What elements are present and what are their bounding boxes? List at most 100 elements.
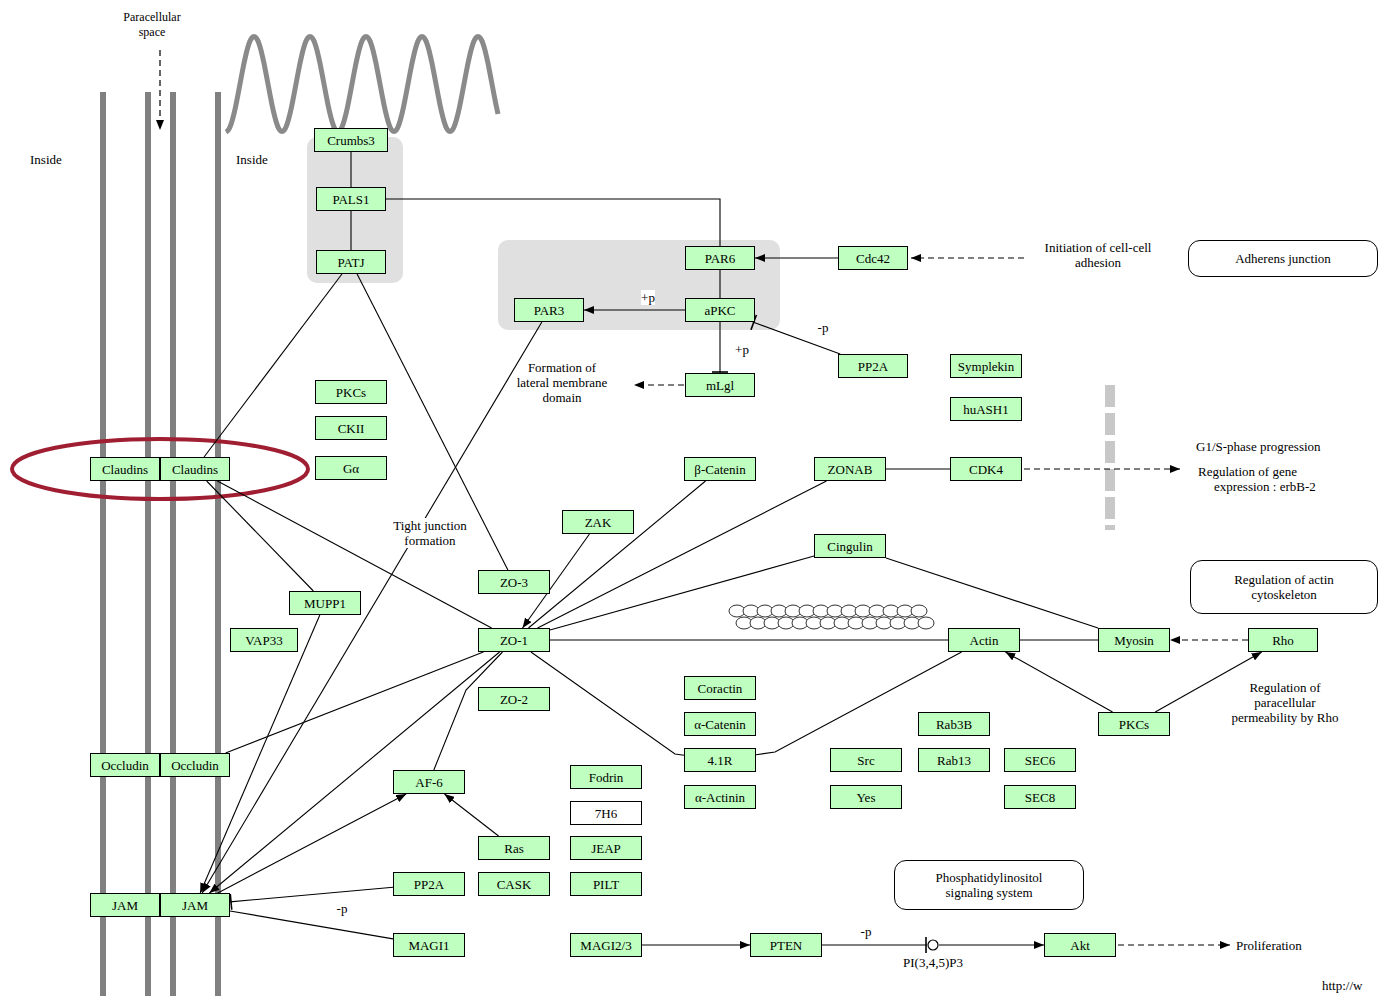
annotation-label: Proliferation — [1236, 938, 1356, 953]
relation-line — [386, 199, 720, 246]
gene-box: Symplekin — [950, 354, 1022, 378]
gene-box: Claudins — [160, 457, 230, 481]
relation-line — [642, 944, 750, 945]
annotation-label: G1/S-phase progression — [1196, 439, 1376, 454]
relation-line — [528, 481, 705, 628]
node-label: Claudins — [172, 462, 218, 477]
node-label: Cingulin — [827, 539, 873, 554]
node-label: JAM — [112, 898, 138, 913]
relation-line — [886, 558, 1098, 628]
gene-box: α-Catenin — [684, 712, 756, 736]
annotation-text: Inside — [236, 152, 268, 167]
gene-box: ZO-2 — [478, 687, 550, 711]
node-label: Crumbs3 — [327, 133, 375, 148]
gene-box: CASK — [478, 872, 550, 896]
relation-line — [886, 468, 950, 469]
relation-line — [350, 211, 351, 250]
relation-line — [550, 639, 948, 640]
annotation-text: Regulation of paracellular permeability … — [1232, 680, 1339, 725]
gene-box: PATJ — [316, 250, 386, 274]
node-label: ZO-3 — [500, 575, 528, 590]
gene-box: Fodrin — [570, 765, 642, 789]
gene-box: JEAP — [570, 836, 642, 860]
annotation-text: http://w — [1322, 978, 1362, 993]
annotation-text: G1/S-phase progression — [1196, 439, 1321, 454]
node-label: Yes — [857, 790, 876, 805]
annotation-text: Inside — [30, 152, 62, 167]
gene-box: Yes — [830, 785, 902, 809]
node-label: mLgl — [706, 378, 734, 393]
node-label: β-Catenin — [694, 462, 745, 477]
gene-box: aPKC — [685, 298, 755, 322]
edge-label: -p — [818, 320, 829, 335]
relation-line — [218, 794, 406, 893]
node-label: 7H6 — [595, 806, 617, 821]
relation-line — [230, 887, 393, 902]
gene-box: Ras — [478, 836, 550, 860]
node-label: PILT — [593, 877, 619, 892]
node-label: PP2A — [858, 359, 888, 374]
node-label: PTEN — [770, 938, 803, 953]
compound-circle-outline — [928, 940, 938, 950]
phosphorylation-mark: -p — [818, 320, 829, 335]
edge-label: -p — [337, 901, 348, 916]
annotation-text: Formation of lateral membrane domain — [517, 360, 608, 405]
phosphorylation-mark: -p — [337, 901, 348, 916]
gene-box: JAM — [160, 893, 230, 917]
node-label: 4.1R — [708, 753, 733, 768]
node-label: ZONAB — [828, 462, 873, 477]
gene-box: 4.1R — [684, 748, 756, 772]
relation-line — [939, 944, 1044, 945]
node-label: PI(3,4,5)P3 — [903, 955, 963, 970]
gene-box: PKCs — [315, 380, 387, 404]
relation-line — [217, 481, 491, 628]
gene-box: PTEN — [750, 933, 822, 957]
annotation-label: Formation of lateral membrane domain — [512, 360, 612, 405]
edge-label: -p — [861, 924, 872, 939]
annotation-label: Inside — [30, 152, 90, 167]
relation-line — [822, 944, 927, 945]
relation-line — [584, 309, 685, 310]
gene-box: β-Catenin — [684, 457, 756, 481]
membrane-line — [100, 92, 106, 996]
indirect-arrow — [1024, 468, 1180, 469]
node-label: PALS1 — [332, 192, 369, 207]
relation-line — [1020, 639, 1098, 640]
node-label: Rho — [1272, 633, 1294, 648]
annotation-label: Inside — [236, 152, 296, 167]
gene-box: ZAK — [562, 510, 634, 534]
relation-line — [550, 556, 814, 630]
relation-line — [444, 794, 498, 836]
annotation-text: Tight junction formation — [393, 518, 467, 548]
relation-line — [719, 270, 720, 298]
node-label: JEAP — [591, 841, 621, 856]
node-label: MAGI1 — [408, 938, 449, 953]
relation-line — [755, 257, 838, 258]
gene-box: Claudins — [90, 457, 160, 481]
compound-circle: PI(3,4,5)P3 — [927, 939, 939, 951]
gene-box: Cingulin — [814, 534, 886, 558]
gene-box: AF-6 — [393, 770, 465, 794]
relation-line — [209, 652, 499, 893]
node-label: PKCs — [1119, 717, 1149, 732]
relation-line — [226, 652, 484, 753]
node-label: PKCs — [336, 385, 366, 400]
relation-line — [756, 652, 962, 755]
membrane-line — [215, 92, 221, 996]
gene-box: α-Actinin — [684, 785, 756, 809]
node-label: MUPP1 — [304, 596, 346, 611]
node-label: α-Catenin — [694, 717, 746, 732]
node-label: Cdc42 — [856, 251, 890, 266]
indirect-arrow — [911, 257, 1024, 258]
pathway-map-box: Regulation of actin cytoskeleton — [1190, 560, 1378, 614]
node-label: Myosin — [1114, 633, 1154, 648]
node-label: Akt — [1070, 938, 1090, 953]
relation-line — [531, 652, 684, 755]
actin-monomer — [911, 605, 927, 617]
indirect-arrow — [159, 50, 160, 130]
phosphorylation-mark: -p — [861, 924, 872, 939]
node-label: MAGI2/3 — [580, 938, 631, 953]
gene-box: SEC6 — [1004, 748, 1076, 772]
